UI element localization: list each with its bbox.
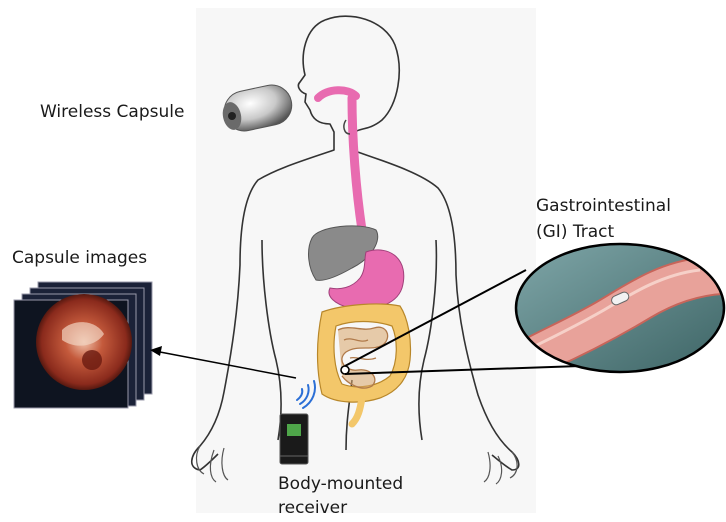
capsule-location-marker <box>341 366 349 374</box>
gi-tract-label-line2: (GI) Tract <box>536 222 614 243</box>
receiver-label-line1: Body-mounted <box>278 474 403 495</box>
wireless-capsule-label: Wireless Capsule <box>40 102 184 123</box>
receiver-label-line2: receiver <box>278 498 347 519</box>
gi-tract-label-line1: Gastrointestinal <box>536 196 671 217</box>
receiver-device-icon <box>280 414 308 464</box>
capsule-images-stack <box>14 282 152 408</box>
capsule-images-label: Capsule images <box>12 248 147 269</box>
